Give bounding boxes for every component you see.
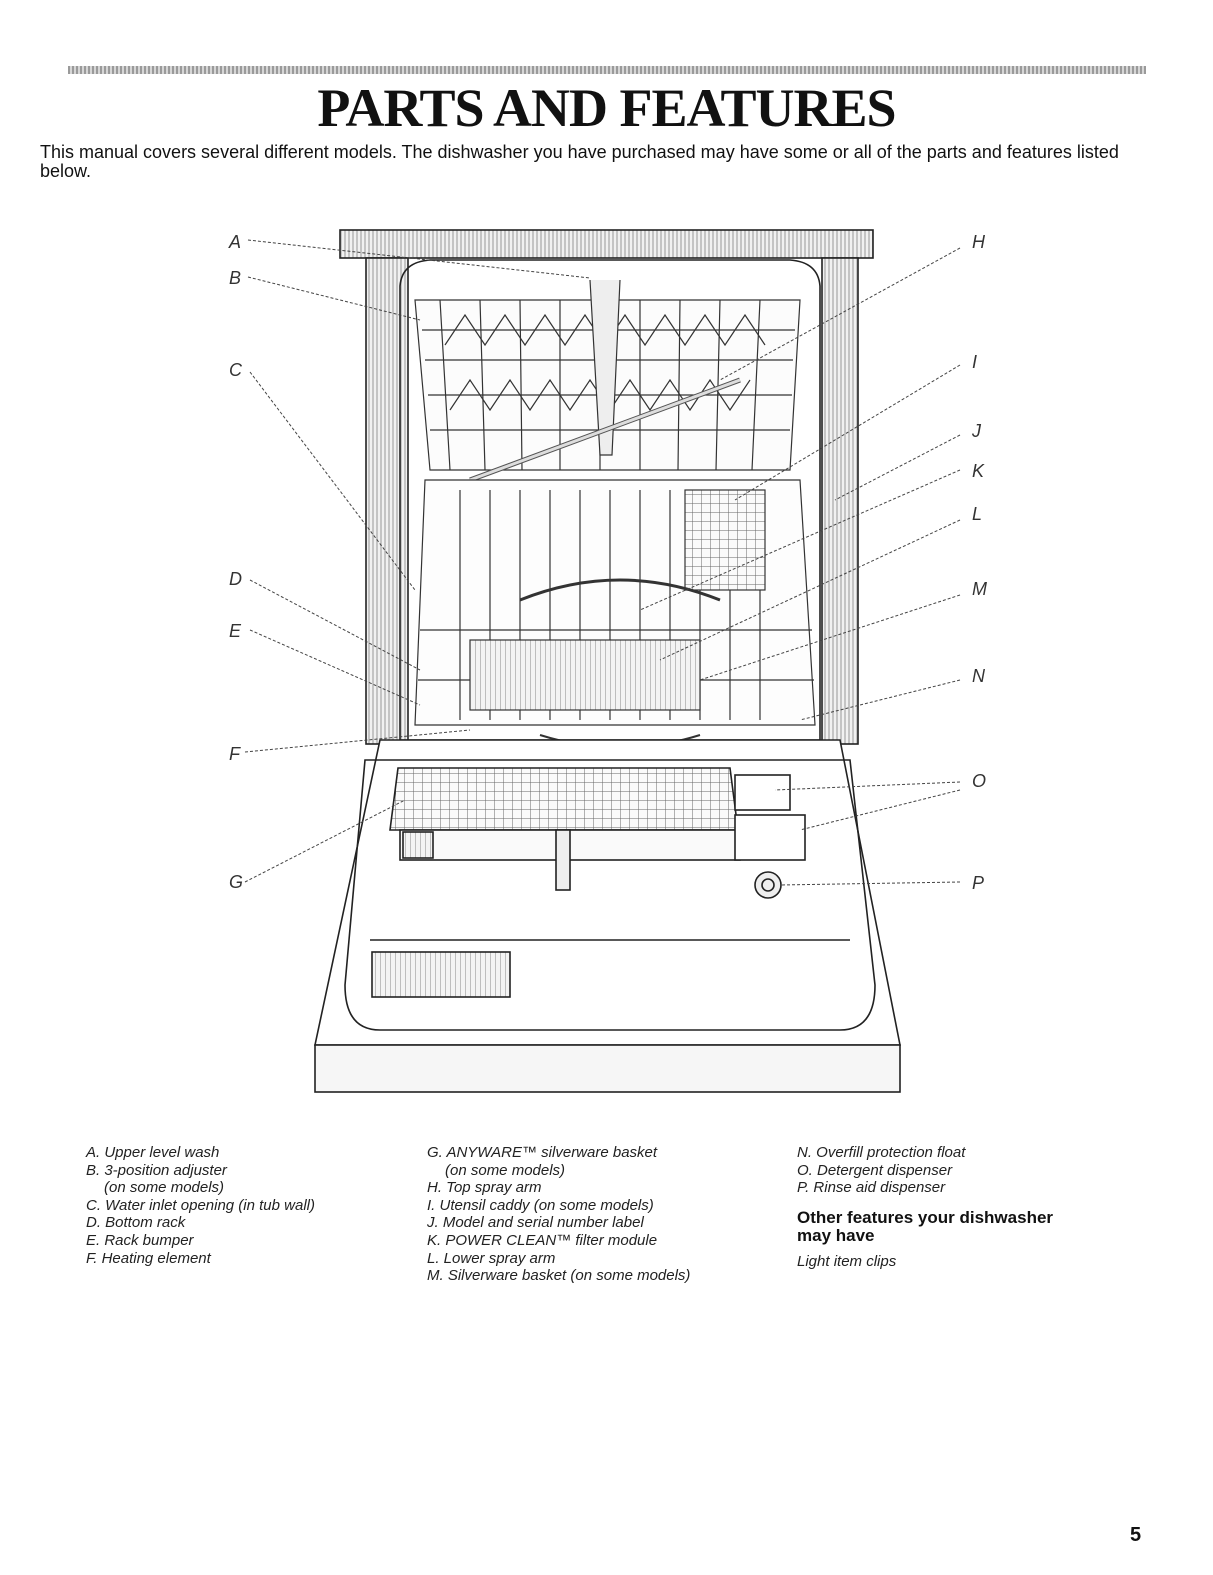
callout-k: K (972, 461, 985, 481)
callout-a: A (228, 232, 241, 252)
top-frame (339, 229, 874, 259)
callout-o: O (972, 771, 986, 791)
legend-item-d: D. Bottom rack (86, 1214, 186, 1232)
upper-rack (414, 279, 801, 483)
legend-item-g: G. ANYWARE™ silverware basket (427, 1144, 658, 1161)
callout-f: F (229, 744, 241, 764)
callout-e: E (229, 621, 242, 641)
lower-rack (414, 479, 816, 749)
legend-item-g-note: (on some models) (445, 1161, 566, 1179)
decorative-top-rule (68, 66, 1146, 74)
callout-d: D (229, 569, 242, 589)
callout-letters: A B C D E F G H I J K L M N O P (228, 232, 987, 893)
legend-item-k: K. POWER CLEAN™ filter module (427, 1231, 658, 1249)
callout-l: L (972, 504, 982, 524)
callout-b: B (229, 268, 241, 288)
vent (371, 951, 511, 998)
legend-item-p: P. Rinse aid dispenser (797, 1179, 946, 1197)
legend-item-a: A. Upper level wash (86, 1144, 220, 1161)
callout-c: C (229, 360, 243, 380)
page-title: PARTS AND FEATURES (317, 78, 896, 138)
legend-item-l: L. Lower spray arm (427, 1249, 556, 1267)
legend-item-f: F. Heating element (86, 1249, 211, 1267)
right-tub-wall (821, 257, 859, 745)
legend-item-j: J. Model and serial number label (427, 1214, 644, 1232)
utensil-caddy (684, 489, 766, 591)
legend-column-3: N. Overfill protection float O. Detergen… (797, 1144, 1087, 1270)
legend-column-2: G. ANYWARE™ silverware basket (on some m… (427, 1144, 690, 1285)
legend-item-c: C. Water inlet opening (in tub wall) (86, 1196, 315, 1214)
legend-item-e: E. Rack bumper (86, 1231, 194, 1249)
legend-column-1: A. Upper level wash B. 3-position adjust… (86, 1144, 315, 1267)
callout-m: M (972, 579, 987, 599)
page-number: 5 (1130, 1524, 1142, 1546)
callout-h: H (972, 232, 986, 252)
leader-lines (244, 239, 961, 886)
legend-item-i: I. Utensil caddy (on some models) (427, 1196, 654, 1214)
door (314, 739, 901, 1093)
legend-item-m: M. Silverware basket (on some models) (427, 1267, 691, 1285)
other-features-heading: Other features your dishwasher may have (797, 1207, 1054, 1245)
callout-g: G (229, 872, 243, 892)
detergent-dispenser (734, 814, 806, 861)
tub-body (339, 229, 874, 745)
anyware-basket (389, 767, 739, 831)
legend-item-h: H. Top spray arm (427, 1179, 542, 1197)
legend-item-b-note: (on some models) (104, 1179, 225, 1197)
callout-p: P (972, 873, 984, 893)
left-tub-wall (365, 257, 409, 745)
legend-item-o: O. Detergent dispenser (797, 1161, 953, 1179)
other-features-item: Light item clips (797, 1252, 897, 1270)
callout-j: J (971, 421, 982, 441)
legend-item-n: N. Overfill protection float (797, 1144, 966, 1161)
tub-interior-outline (399, 259, 821, 741)
callout-n: N (972, 666, 986, 686)
legend-item-b: B. 3-position adjuster (86, 1161, 227, 1179)
intro-paragraph: This manual covers several different mod… (40, 142, 1119, 181)
rinse-aid-cap (754, 871, 782, 899)
callout-i: I (972, 352, 977, 372)
